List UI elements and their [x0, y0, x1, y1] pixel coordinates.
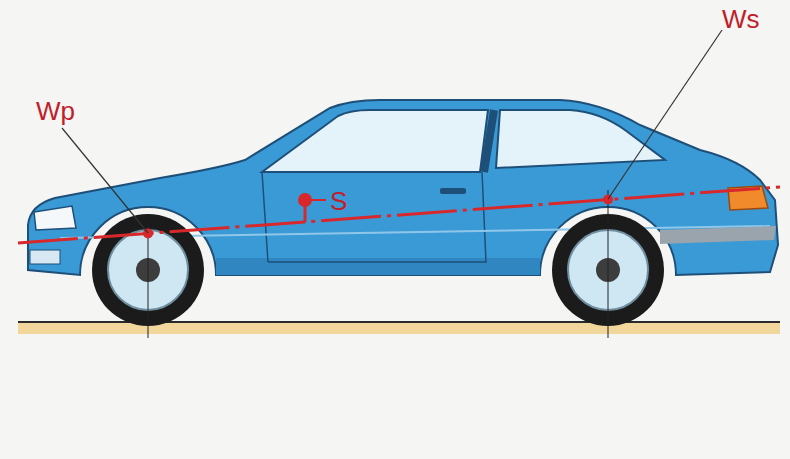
point-label: Wp	[36, 98, 75, 124]
point-label: S	[330, 188, 347, 214]
rear-window	[496, 110, 665, 168]
headlight	[34, 206, 76, 230]
front-bumper-light	[30, 250, 60, 264]
front-axle-line	[148, 225, 149, 338]
ground-strip	[18, 322, 780, 334]
leader-line	[62, 128, 148, 233]
roll-axis	[18, 187, 780, 243]
cg-tick	[305, 199, 326, 201]
door-handle	[440, 188, 466, 194]
point-label: Ws	[722, 6, 760, 32]
rear-axle-line	[608, 190, 609, 338]
rear-roll-centre	[603, 195, 613, 205]
rear-bumper-strip	[660, 226, 776, 244]
front-roll-centre	[143, 229, 153, 239]
sill-shade	[216, 258, 540, 275]
leader-line	[608, 30, 722, 199]
b-pillar	[484, 110, 494, 172]
front-window	[262, 110, 488, 172]
